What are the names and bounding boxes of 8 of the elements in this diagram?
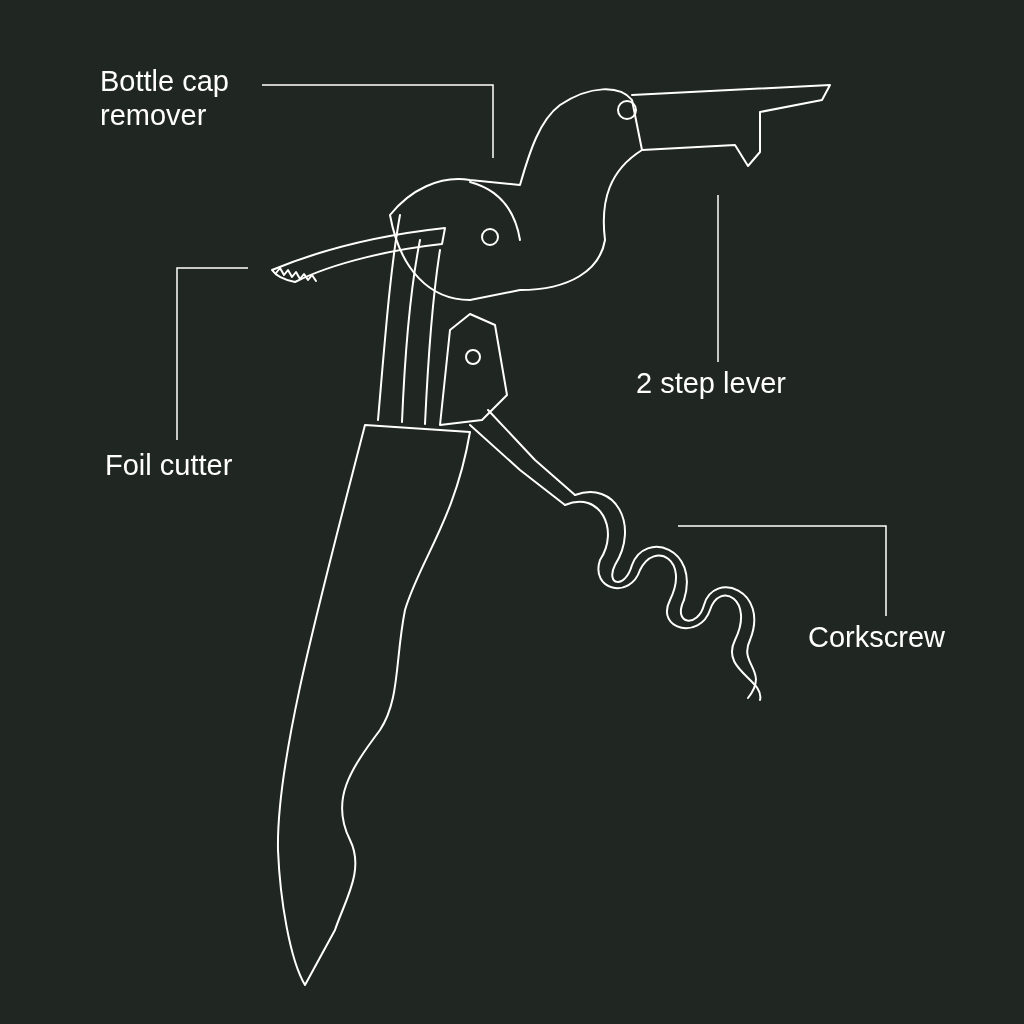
part-label: Corkscrew	[808, 620, 968, 654]
part-label: 2 step lever	[636, 366, 816, 400]
part-label: Foil cutter	[105, 448, 255, 482]
part-label: Bottle cap remover	[100, 64, 260, 132]
leader-line	[176, 267, 249, 441]
leader-line	[677, 525, 887, 617]
leader-line	[717, 194, 719, 363]
leader-line	[261, 84, 494, 159]
